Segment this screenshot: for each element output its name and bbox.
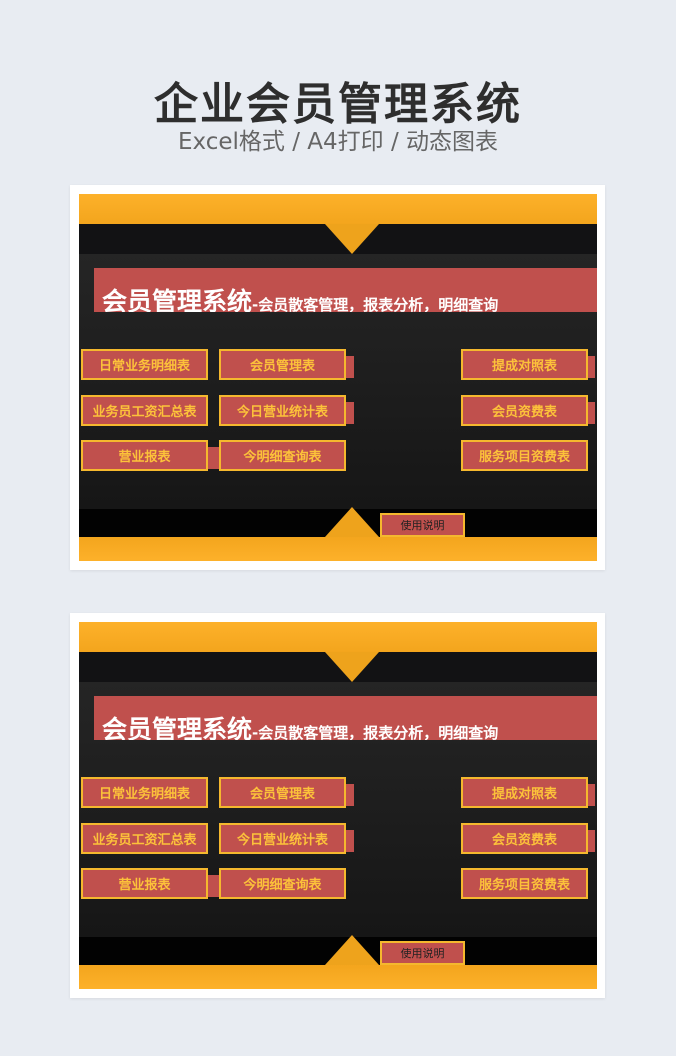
btn-detail-query[interactable]: 今明细查询表	[219, 440, 346, 471]
title-banner: 会员管理系统-会员散客管理，报表分析，明细查询	[94, 696, 597, 740]
preview-card: 会员管理系统-会员散客管理，报表分析，明细查询 日常业务明细表 会员管理表 提成…	[70, 613, 605, 998]
btn-service-fees[interactable]: 服务项目资费表	[461, 868, 588, 899]
btn-today-stats[interactable]: 今日营业统计表	[219, 823, 346, 854]
triangle-down-decoration	[325, 224, 379, 254]
system-subtitle: -会员散客管理，报表分析，明细查询	[252, 296, 499, 312]
system-title: 会员管理系统	[102, 287, 253, 312]
preview-card: 会员管理系统-会员散客管理，报表分析，明细查询 日常业务明细表 会员管理表 提成…	[70, 185, 605, 570]
btn-service-fees[interactable]: 服务项目资费表	[461, 440, 588, 471]
btn-daily-business[interactable]: 日常业务明细表	[81, 349, 208, 380]
page-title: 企业会员管理系统	[154, 79, 522, 130]
btn-salary-summary[interactable]: 业务员工资汇总表	[81, 823, 208, 854]
top-bar	[79, 194, 597, 224]
btn-salary-summary[interactable]: 业务员工资汇总表	[81, 395, 208, 426]
page-subtitle: Excel格式 / A4打印 / 动态图表	[177, 129, 499, 155]
title-banner: 会员管理系统-会员散客管理，报表分析，明细查询	[94, 268, 597, 312]
btn-detail-query[interactable]: 今明细查询表	[219, 868, 346, 899]
help-button[interactable]: 使用说明	[380, 941, 465, 965]
system-title: 会员管理系统	[102, 715, 253, 740]
spreadsheet-screen: 会员管理系统-会员散客管理，报表分析，明细查询 日常业务明细表 会员管理表 提成…	[79, 194, 597, 561]
top-bar	[79, 622, 597, 652]
btn-business-report[interactable]: 营业报表	[81, 868, 208, 899]
btn-daily-business[interactable]: 日常业务明细表	[81, 777, 208, 808]
btn-today-stats[interactable]: 今日营业统计表	[219, 395, 346, 426]
btn-member-fees[interactable]: 会员资费表	[461, 823, 588, 854]
btn-member-management[interactable]: 会员管理表	[219, 777, 346, 808]
help-button[interactable]: 使用说明	[380, 513, 465, 537]
triangle-up-decoration	[325, 935, 379, 965]
bottom-bar	[79, 965, 597, 989]
btn-commission[interactable]: 提成对照表	[461, 349, 588, 380]
btn-member-management[interactable]: 会员管理表	[219, 349, 346, 380]
triangle-up-decoration	[325, 507, 379, 537]
btn-business-report[interactable]: 营业报表	[81, 440, 208, 471]
btn-member-fees[interactable]: 会员资费表	[461, 395, 588, 426]
triangle-down-decoration	[325, 652, 379, 682]
btn-commission[interactable]: 提成对照表	[461, 777, 588, 808]
bottom-bar	[79, 537, 597, 561]
system-subtitle: -会员散客管理，报表分析，明细查询	[252, 724, 499, 740]
spreadsheet-screen: 会员管理系统-会员散客管理，报表分析，明细查询 日常业务明细表 会员管理表 提成…	[79, 622, 597, 989]
